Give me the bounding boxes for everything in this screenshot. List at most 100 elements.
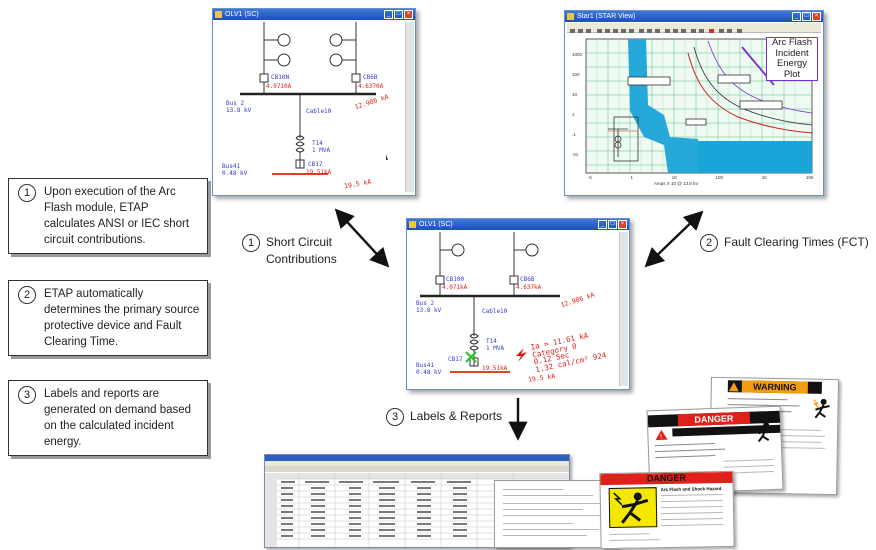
x-tick: 1K (761, 175, 768, 180)
close-button[interactable]: × (404, 10, 413, 19)
transformer-rating: 1 MVA (312, 147, 331, 154)
close-button[interactable]: × (812, 12, 821, 21)
cb-low-label: CB17 (308, 161, 323, 168)
oneline-window-center[interactable]: OLV1 (SC) _ □ × CB100 4.0 (406, 218, 630, 390)
y-tick: 1000 (572, 52, 583, 57)
incident-energy-annotation: Arc Flash Incident Energy Plot (766, 37, 818, 81)
cable-label: Cable10 (482, 308, 508, 315)
oneline-canvas[interactable]: CB100 4.071kA CB6B 4.637kA Bus 2 13.8 kV… (410, 232, 619, 386)
cb-low-amps: 19.51kA (482, 365, 508, 372)
step-number-1: 1 (242, 234, 260, 252)
cb-right-label: CB6B (520, 276, 535, 283)
minimize-button[interactable]: _ (384, 10, 393, 19)
annotation-line: Plot (783, 68, 801, 80)
title-bar[interactable]: Star1 (STAR View) _ □ × (565, 11, 823, 22)
maximize-button[interactable]: □ (802, 12, 811, 21)
callout-protective-device: 2 ETAP automatically determines the prim… (8, 280, 208, 356)
title-bar[interactable]: OLV1 (SC) _ □ × (407, 219, 629, 230)
transformer-label: T14 (312, 140, 323, 147)
x-tick: .5 (588, 175, 592, 180)
low-bus-kv: 0.48 kV (222, 170, 248, 177)
title-bar[interactable]: OLV1 (SC) _ □ × (213, 9, 415, 20)
minimize-button[interactable]: _ (792, 12, 801, 21)
annotation-line: Incident (775, 47, 809, 59)
y-tick: .01 (572, 152, 579, 157)
app-icon (567, 13, 574, 20)
step-number-3: 3 (386, 408, 404, 426)
cb-left-label: CB100 (446, 276, 465, 283)
bus-name: Bus 2 (416, 300, 435, 307)
oneline-canvas[interactable]: CB10N 4.0710A CB6B 4.6370A Bus 2 13.8 kV… (216, 22, 405, 192)
oneline-window-top[interactable]: OLV1 (SC) _ □ × CB10N (212, 8, 416, 196)
cb-right-label: CB6B (363, 74, 378, 81)
flow-label-short-circuit: 1 Short Circuit Contributions (242, 234, 362, 268)
star-view-window[interactable]: Star1 (STAR View) _ □ × (564, 10, 824, 196)
x-tick: 1 (630, 175, 633, 180)
danger-header-text: DANGER (677, 411, 751, 427)
shock-person-icon (813, 398, 830, 419)
close-button[interactable]: × (618, 220, 627, 229)
bus-kv: 13.8 kV (416, 307, 442, 314)
danger-label-b: DANGER Arc Flash and Shock Hazard (599, 470, 735, 550)
window-title: Star1 (STAR View) (577, 13, 636, 20)
toolbar-icons (570, 29, 742, 34)
oneline-drawing (420, 232, 560, 373)
arrow-fault-clearing (644, 210, 704, 268)
danger-triangle-icon: ! (655, 429, 668, 441)
x-tick-labels: .5 1 10 100 1K 10K (588, 175, 814, 180)
cb-left-label: CB10N (271, 74, 290, 81)
arc-flash-bolt-icon (516, 348, 527, 362)
electrocution-icon (613, 492, 649, 524)
step-number-2: 2 (18, 286, 36, 304)
vertical-scrollbar[interactable] (405, 22, 414, 192)
cb-right-amps: 4.637kA (516, 284, 542, 291)
y-tick: 1 (572, 112, 575, 117)
low-bus-name: Bus41 (416, 362, 435, 369)
y-tick: .1 (572, 132, 576, 137)
x-tick: 10K (805, 175, 814, 180)
fault-clearing-label: Fault Clearing Times (FCT) (724, 235, 869, 249)
transformer-rating: 1 MVA (486, 345, 505, 352)
danger-subheader: Arc Flash and Shock Hazard (660, 486, 722, 493)
app-icon (409, 221, 416, 228)
cb-left-amps: 4.0710A (266, 83, 292, 90)
danger-label-a: DANGER ! (646, 405, 784, 495)
callout-text: Labels and reports are generated on dema… (44, 388, 192, 448)
danger-header-text: DANGER (600, 471, 733, 486)
minimize-button[interactable]: _ (598, 220, 607, 229)
tcc-plot-area[interactable]: Arc Flash Incident Energy Plot 1000 100 … (568, 33, 820, 192)
warning-triangle-icon (728, 382, 739, 392)
low-bus-kv: 0.48 kV (416, 369, 442, 376)
short-circuit-label: Short Circuit Contributions (266, 235, 337, 266)
callout-labels-reports: 3 Labels and reports are generated on de… (8, 380, 208, 456)
shock-person-icon (757, 422, 773, 443)
app-icon (215, 11, 222, 18)
arrow-short-circuit (334, 208, 390, 268)
cb-left-amps: 4.071kA (442, 284, 468, 291)
maximize-button[interactable]: □ (394, 10, 403, 19)
x-tick: 10 (671, 175, 677, 180)
report-menubar (265, 461, 569, 466)
annotation-line: Energy (776, 58, 808, 69)
maximize-button[interactable]: □ (608, 220, 617, 229)
report-grid (265, 473, 569, 547)
oneline-drawing (240, 22, 388, 175)
vertical-scrollbar[interactable] (619, 232, 628, 386)
bus-name: Bus 2 (226, 100, 245, 107)
x-tick: 100 (715, 175, 723, 180)
star-toolbar (567, 23, 821, 34)
annotation-line: Arc Flash (771, 37, 813, 48)
cb-low-amps: 19.51kA (306, 169, 332, 176)
cable-label: Cable10 (306, 108, 332, 115)
labels-reports-label: Labels & Reports (410, 409, 503, 423)
report-toolbar (265, 466, 569, 472)
y-tick-labels: 1000 100 10 1 .1 .01 (572, 45, 582, 165)
flow-label-labels-reports: 3 Labels & Reports (386, 408, 526, 426)
cb-right-amps: 4.6370A (358, 83, 384, 90)
report-titlebar (265, 455, 569, 461)
callout-text: ETAP automatically determines the primar… (44, 288, 200, 348)
warning-label: WARNING (708, 376, 840, 496)
step-number-1: 1 (18, 184, 36, 202)
text-report (494, 480, 618, 548)
